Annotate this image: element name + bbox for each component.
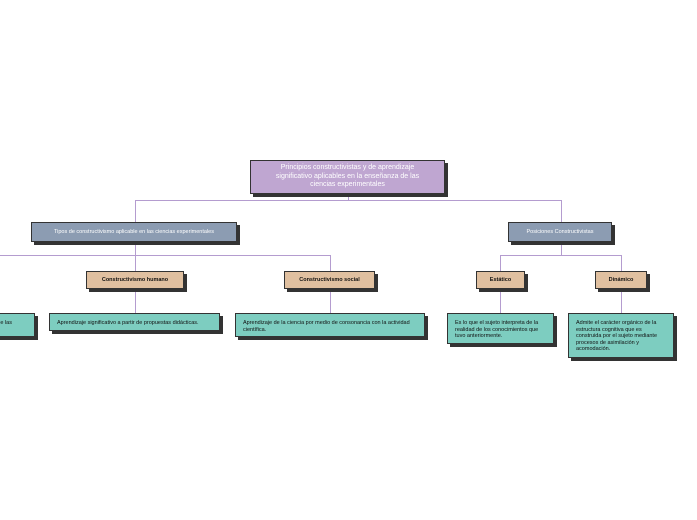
subtopic-text: Estático [489, 276, 512, 283]
subtopic-text: Constructivismo humano [101, 276, 169, 283]
leaf-text: e las [0, 320, 12, 326]
connector [561, 242, 562, 255]
subtopic-text: Dinámico [608, 276, 634, 283]
root-topic[interactable]: Principios constructivistas y de aprendi… [250, 160, 445, 194]
subtopic-dinamico[interactable]: Dinámico [595, 271, 647, 289]
topic-text: Posiciones Constructivistas [526, 228, 594, 235]
connector [561, 200, 562, 222]
leaf-social[interactable]: Aprendizaje de la ciencia por medio de c… [235, 313, 425, 337]
subtopic-social[interactable]: Constructivismo social [284, 271, 375, 289]
topic-posiciones[interactable]: Posiciones Constructivistas [508, 222, 612, 242]
leaf-partial[interactable]: e las [0, 313, 35, 337]
subtopic-estatico[interactable]: Estático [476, 271, 525, 289]
connector [135, 200, 136, 222]
leaf-humano[interactable]: Aprendizaje significativo a partir de pr… [49, 313, 220, 331]
leaf-text: Admite el carácter orgánico de la estruc… [576, 320, 658, 353]
connector [500, 255, 622, 256]
connector [135, 200, 562, 201]
connector [0, 255, 331, 256]
leaf-dinamico[interactable]: Admite el carácter orgánico de la estruc… [568, 313, 674, 358]
connector [348, 194, 349, 200]
leaf-text: Es lo que el sujeto interpreta de la rea… [455, 320, 539, 340]
leaf-text: Aprendizaje de la ciencia por medio de c… [243, 320, 410, 333]
topic-tipos[interactable]: Tipos de constructivismo aplicable en la… [31, 222, 237, 242]
topic-text: Tipos de constructivismo aplicable en la… [54, 228, 214, 235]
leaf-text: Aprendizaje significativo a partir de pr… [57, 320, 199, 326]
root-topic-text: Principios constructivistas y de aprendi… [275, 164, 420, 189]
leaf-estatico[interactable]: Es lo que el sujeto interpreta de la rea… [447, 313, 554, 344]
subtopic-text: Constructivismo social [299, 276, 360, 283]
subtopic-humano[interactable]: Constructivismo humano [86, 271, 184, 289]
